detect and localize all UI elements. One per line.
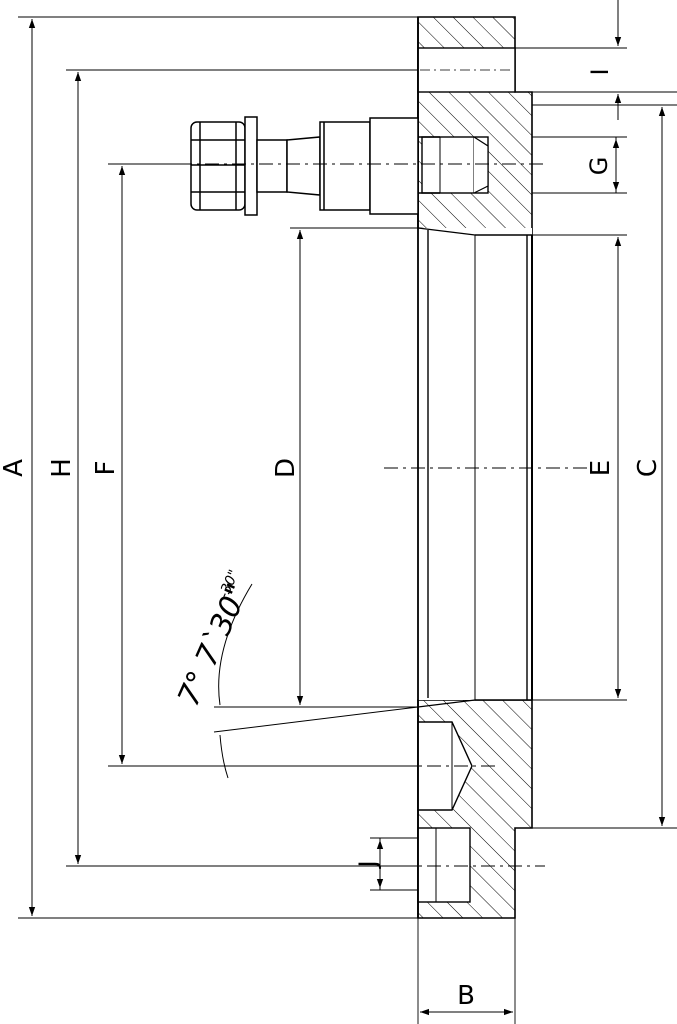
label-D: D [271, 458, 301, 478]
bolt-flange [369, 117, 419, 215]
angle-arc [218, 583, 253, 706]
label-C: C [633, 459, 663, 477]
label-H: H [47, 458, 77, 478]
label-G: G [585, 157, 613, 176]
label-F: F [91, 461, 121, 476]
adapter-section [417, 16, 533, 919]
bolt-head [190, 121, 246, 211]
label-E: E [586, 460, 616, 476]
dimension-lines [28, 0, 666, 1016]
bolt-shank [256, 139, 288, 193]
bolt-body [319, 121, 371, 211]
center-lines [178, 163, 592, 867]
label-B: B [457, 981, 475, 1011]
angle-annotation: 7° 7`30" -30" [171, 568, 256, 712]
lower-counterbore-hole [417, 827, 471, 903]
label-A: A [0, 459, 29, 477]
label-J: J [354, 860, 382, 869]
angle-value: 7° 7`30" [171, 579, 256, 712]
mounting-bolt [190, 116, 440, 216]
label-I: I [586, 68, 614, 75]
bolt-washer [244, 116, 258, 216]
